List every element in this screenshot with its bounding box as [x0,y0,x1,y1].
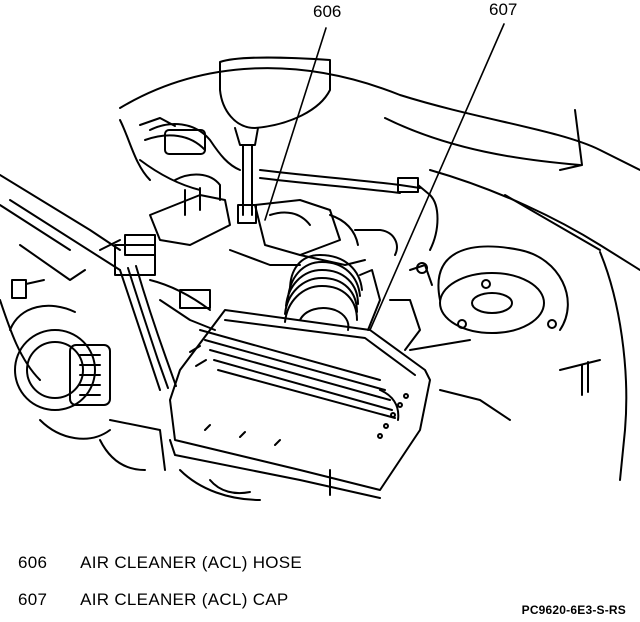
brake-lines [119,117,439,251]
strut-tower [409,245,569,351]
legend-number: 607 [18,590,48,609]
legend-label: AIR CLEANER (ACL) CAP [80,590,289,609]
lower-engine-parts [99,262,511,501]
engine-compartment-illustration [0,23,640,501]
alternator [9,304,111,440]
legend-row-606: 606 AIR CLEANER (ACL) HOSE [18,553,302,573]
air-cleaner-hose [284,254,381,331]
brake-reservoir [219,56,331,224]
legend-row-607: 607 AIR CLEANER (ACL) CAP [18,590,289,610]
callout-number-606: 606 [313,2,342,21]
left-fender [0,174,121,381]
leader-line-606 [264,27,327,221]
air-cleaner-cap [169,309,431,499]
figure-code: PC9620-6E3-S-RS [521,603,626,617]
legend-number: 606 [18,553,48,572]
legend-label: AIR CLEANER (ACL) HOSE [80,553,303,572]
leader-line-607 [369,23,505,331]
callout-number-607: 607 [489,0,518,19]
intake-plenum [149,173,398,266]
wiring-harness [99,234,216,391]
hood-fender-outline [119,67,640,481]
leader-lines [264,23,505,331]
